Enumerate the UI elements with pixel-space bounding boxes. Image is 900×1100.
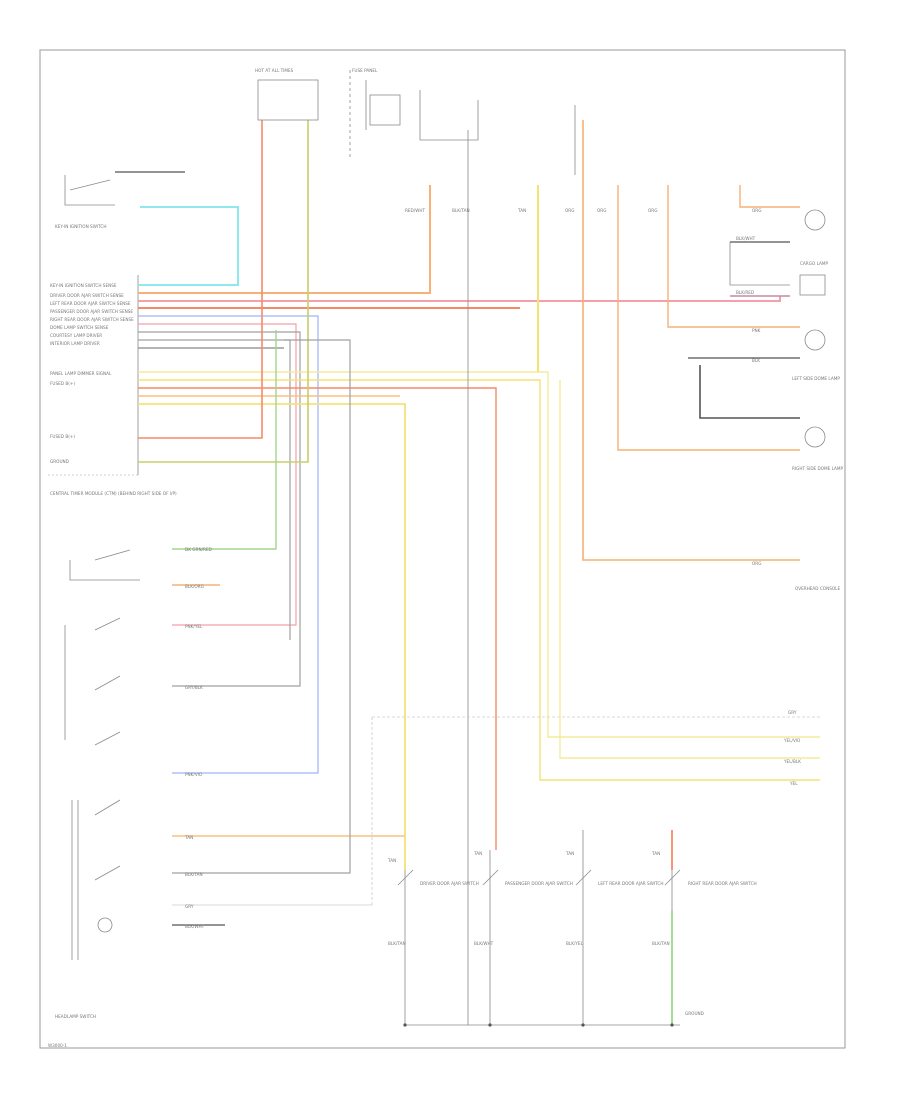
pin-label-11: GROUND	[50, 459, 69, 464]
switch-wire-8: BLK/WHT	[185, 924, 205, 929]
fuse-title: HOT AT ALL TIMES	[255, 68, 294, 73]
cargo-label: CARGO LAMP	[800, 261, 828, 266]
top-wire-3: ORG	[565, 208, 574, 213]
headlamp-wire-runs	[172, 339, 405, 926]
door-wire-2: TAN	[565, 851, 574, 856]
diagram-frame	[39, 49, 846, 1049]
door-switch-labels: DRIVER DOOR AJAR SWITCH PASSENGER DOOR A…	[387, 851, 757, 1016]
lamp-wire-4: BLK	[752, 358, 760, 363]
wire-pink-long	[138, 296, 781, 302]
top-wire-2: TAN	[517, 208, 526, 213]
switch-wire-3: GRY/BLK	[185, 685, 203, 690]
switch-wire-2: PNK/YEL	[185, 624, 203, 629]
pin-label-6: COURTESY LAMP DRIVER	[50, 333, 102, 338]
lamp-wire-1: BLK/WHT	[736, 236, 756, 241]
top-wire-4: ORG	[597, 208, 606, 213]
lamp-wire-3: PNK	[752, 328, 761, 333]
wire-lightgreen	[172, 330, 277, 550]
top-wire-5: ORG	[648, 208, 657, 213]
figure-id: W3000-1	[48, 1043, 67, 1048]
door-wire-7: BLK/TAN	[652, 941, 670, 946]
top-wire-labels: RED/WHT BLK/TAN TAN ORG ORG ORG	[405, 208, 657, 213]
pin-label-7: INTERIOR LAMP DRIVER	[50, 341, 100, 346]
top-drops	[429, 185, 800, 451]
pin-label-8: PANEL LAMP DIMMER SIGNAL	[50, 371, 112, 376]
left-dome-bulb	[804, 329, 826, 351]
pin-label-4: RIGHT REAR DOOR AJAR SWITCH SENSE	[50, 317, 134, 322]
top-wire-0: RED/WHT	[405, 208, 425, 213]
wire-gray-2	[138, 339, 291, 640]
key-in-switch	[64, 171, 185, 206]
right-dome-bulb	[804, 426, 826, 448]
lamp-wire-5: ORG	[752, 561, 761, 566]
right-lamp-labels: CARGO LAMP LEFT SIDE DOME LAMP RIGHT SID…	[736, 208, 844, 591]
wire-redorange-2	[138, 387, 497, 850]
door-label-rr: RIGHT REAR DOOR AJAR SWITCH	[688, 881, 757, 886]
drop-orange-2	[617, 185, 800, 451]
central-timer-module: KEY-IN IGNITION SWITCH SENSE DRIVER DOOR…	[48, 275, 177, 496]
wire-olive-fused	[138, 120, 309, 463]
overhead-label: OVERHEAD CONSOLE	[795, 586, 840, 591]
right-wire-1: YEL/VIO	[783, 738, 801, 743]
top-fuses	[257, 70, 800, 1025]
door-label-driver: DRIVER DOOR AJAR SWITCH	[420, 881, 479, 886]
wire-pale-yellow-1	[138, 371, 820, 738]
top-wire-1: BLK/TAN	[452, 208, 470, 213]
wire-yellow-3	[138, 403, 406, 870]
switch-wire-labels: DK GRN/RED BLK/ORG PNK/YEL GRY/BLK PNK/V…	[184, 547, 212, 929]
right-wire-3: YEL	[789, 781, 798, 786]
headlamp-switch	[64, 549, 373, 960]
switch-wire-4: PNK/VIO	[185, 772, 203, 777]
pin-label-10: FUSED B(+)	[50, 434, 75, 439]
wire-pink-short	[138, 315, 319, 774]
door-wire-3: TAN	[651, 851, 660, 856]
module-pin-labels: KEY-IN IGNITION SWITCH SENSE DRIVER DOOR…	[50, 283, 134, 464]
wire-yellow-2	[138, 379, 820, 781]
right-dome-label: RIGHT SIDE DOME LAMP	[792, 466, 844, 471]
pin-label-1: DRIVER DOOR AJAR SWITCH SENSE	[50, 293, 124, 298]
door-wire-4: BLK/TAN	[388, 941, 406, 946]
module-title: CENTRAL TIMER MODULE (CTM) (BEHIND RIGHT…	[50, 491, 177, 496]
door-label-lr: LEFT REAR DOOR AJAR SWITCH	[598, 881, 663, 886]
wire-orange-top-1	[138, 185, 431, 294]
key-in-title: KEY-IN IGNITION SWITCH	[55, 224, 106, 229]
headlamp-title: HEADLAMP SWITCH	[55, 1014, 96, 1019]
right-lamps	[688, 209, 826, 448]
wire-pink-2	[138, 323, 297, 626]
right-wire-0: GRY	[788, 710, 797, 715]
door-switches	[397, 830, 681, 1026]
door-wire-1: TAN	[473, 851, 482, 856]
door-label-passenger: PASSENGER DOOR AJAR SWITCH	[505, 881, 573, 886]
module-wires	[138, 120, 820, 870]
door-wire-6: BLK/YEL	[566, 941, 584, 946]
drop-orange-4	[739, 185, 800, 208]
lamp-wire-2: BLK/RED	[736, 290, 754, 295]
right-wire-2: YEL/BLK	[783, 759, 801, 764]
drop-orange-3	[667, 185, 800, 328]
wire-gray-1	[138, 331, 301, 687]
pin-label-2: LEFT REAR DOOR AJAR SWITCH SENSE	[50, 301, 131, 306]
junction-dots	[403, 1023, 674, 1027]
switch-wire-1: BLK/ORG	[185, 584, 204, 589]
fuse-panel-title: FUSE PANEL	[352, 68, 378, 73]
switch-wire-7: GRY	[185, 904, 194, 909]
wire-redorange-fused	[138, 120, 263, 439]
switch-wire-5: TAN	[184, 835, 193, 840]
switch-wire-6: BLK/TAN	[185, 872, 203, 877]
cluster-wire-labels: GRY YEL/VIO YEL/BLK YEL	[783, 710, 801, 786]
pin-label-9: FUSED B(+)	[50, 381, 75, 386]
ground-label: GROUND	[685, 1011, 704, 1016]
left-dome-label: LEFT SIDE DOME LAMP	[792, 376, 840, 381]
wire-cyan-key-in	[138, 206, 239, 286]
door-wire-5: BLK/WHT	[474, 941, 494, 946]
cargo-lamp-bulb	[804, 209, 826, 231]
door-wire-0: TAN	[387, 858, 396, 863]
cluster-wires	[372, 380, 820, 759]
lamp-wire-0: ORG	[752, 208, 761, 213]
pin-label-0: KEY-IN IGNITION SWITCH SENSE	[50, 283, 117, 288]
pin-label-3: PASSENGER DOOR AJAR SWITCH SENSE	[50, 309, 133, 314]
switch-wire-0: DK GRN/RED	[185, 547, 212, 552]
pin-label-5: DOME LAMP SWITCH SENSE	[50, 325, 109, 330]
